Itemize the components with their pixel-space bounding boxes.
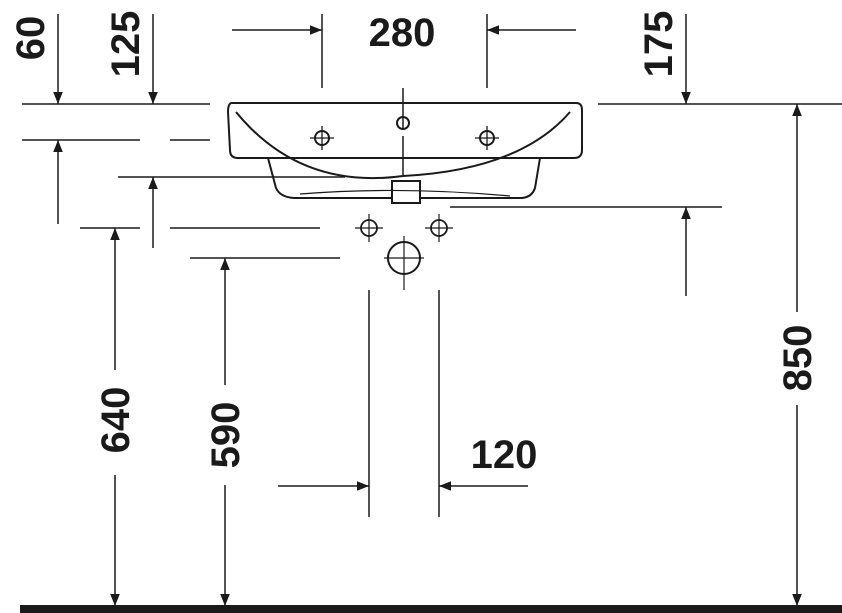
floor-line — [20, 605, 842, 613]
label-120: 120 — [471, 433, 538, 477]
dimension-arrows — [53, 14, 802, 606]
extension-lines — [22, 14, 842, 517]
dimension-labels: 280 120 60 125 175 640 590 850 — [9, 11, 820, 477]
label-125: 125 — [104, 11, 148, 78]
tap-hole — [396, 116, 410, 130]
label-850: 850 — [776, 325, 820, 392]
connection-points — [355, 214, 453, 290]
label-590: 590 — [204, 402, 248, 469]
basin-underside-detail — [299, 189, 511, 197]
basin-underside-left — [267, 157, 392, 199]
label-640: 640 — [94, 387, 138, 454]
basin-bowl-inner — [235, 111, 571, 180]
drain-outlet — [391, 180, 421, 204]
label-175: 175 — [637, 11, 681, 78]
washbasin — [226, 102, 583, 204]
basin-rim — [226, 102, 583, 159]
label-60: 60 — [9, 16, 53, 61]
label-280: 280 — [369, 11, 436, 55]
hole-crosshairs — [310, 126, 499, 150]
basin-underside-right — [420, 157, 541, 199]
